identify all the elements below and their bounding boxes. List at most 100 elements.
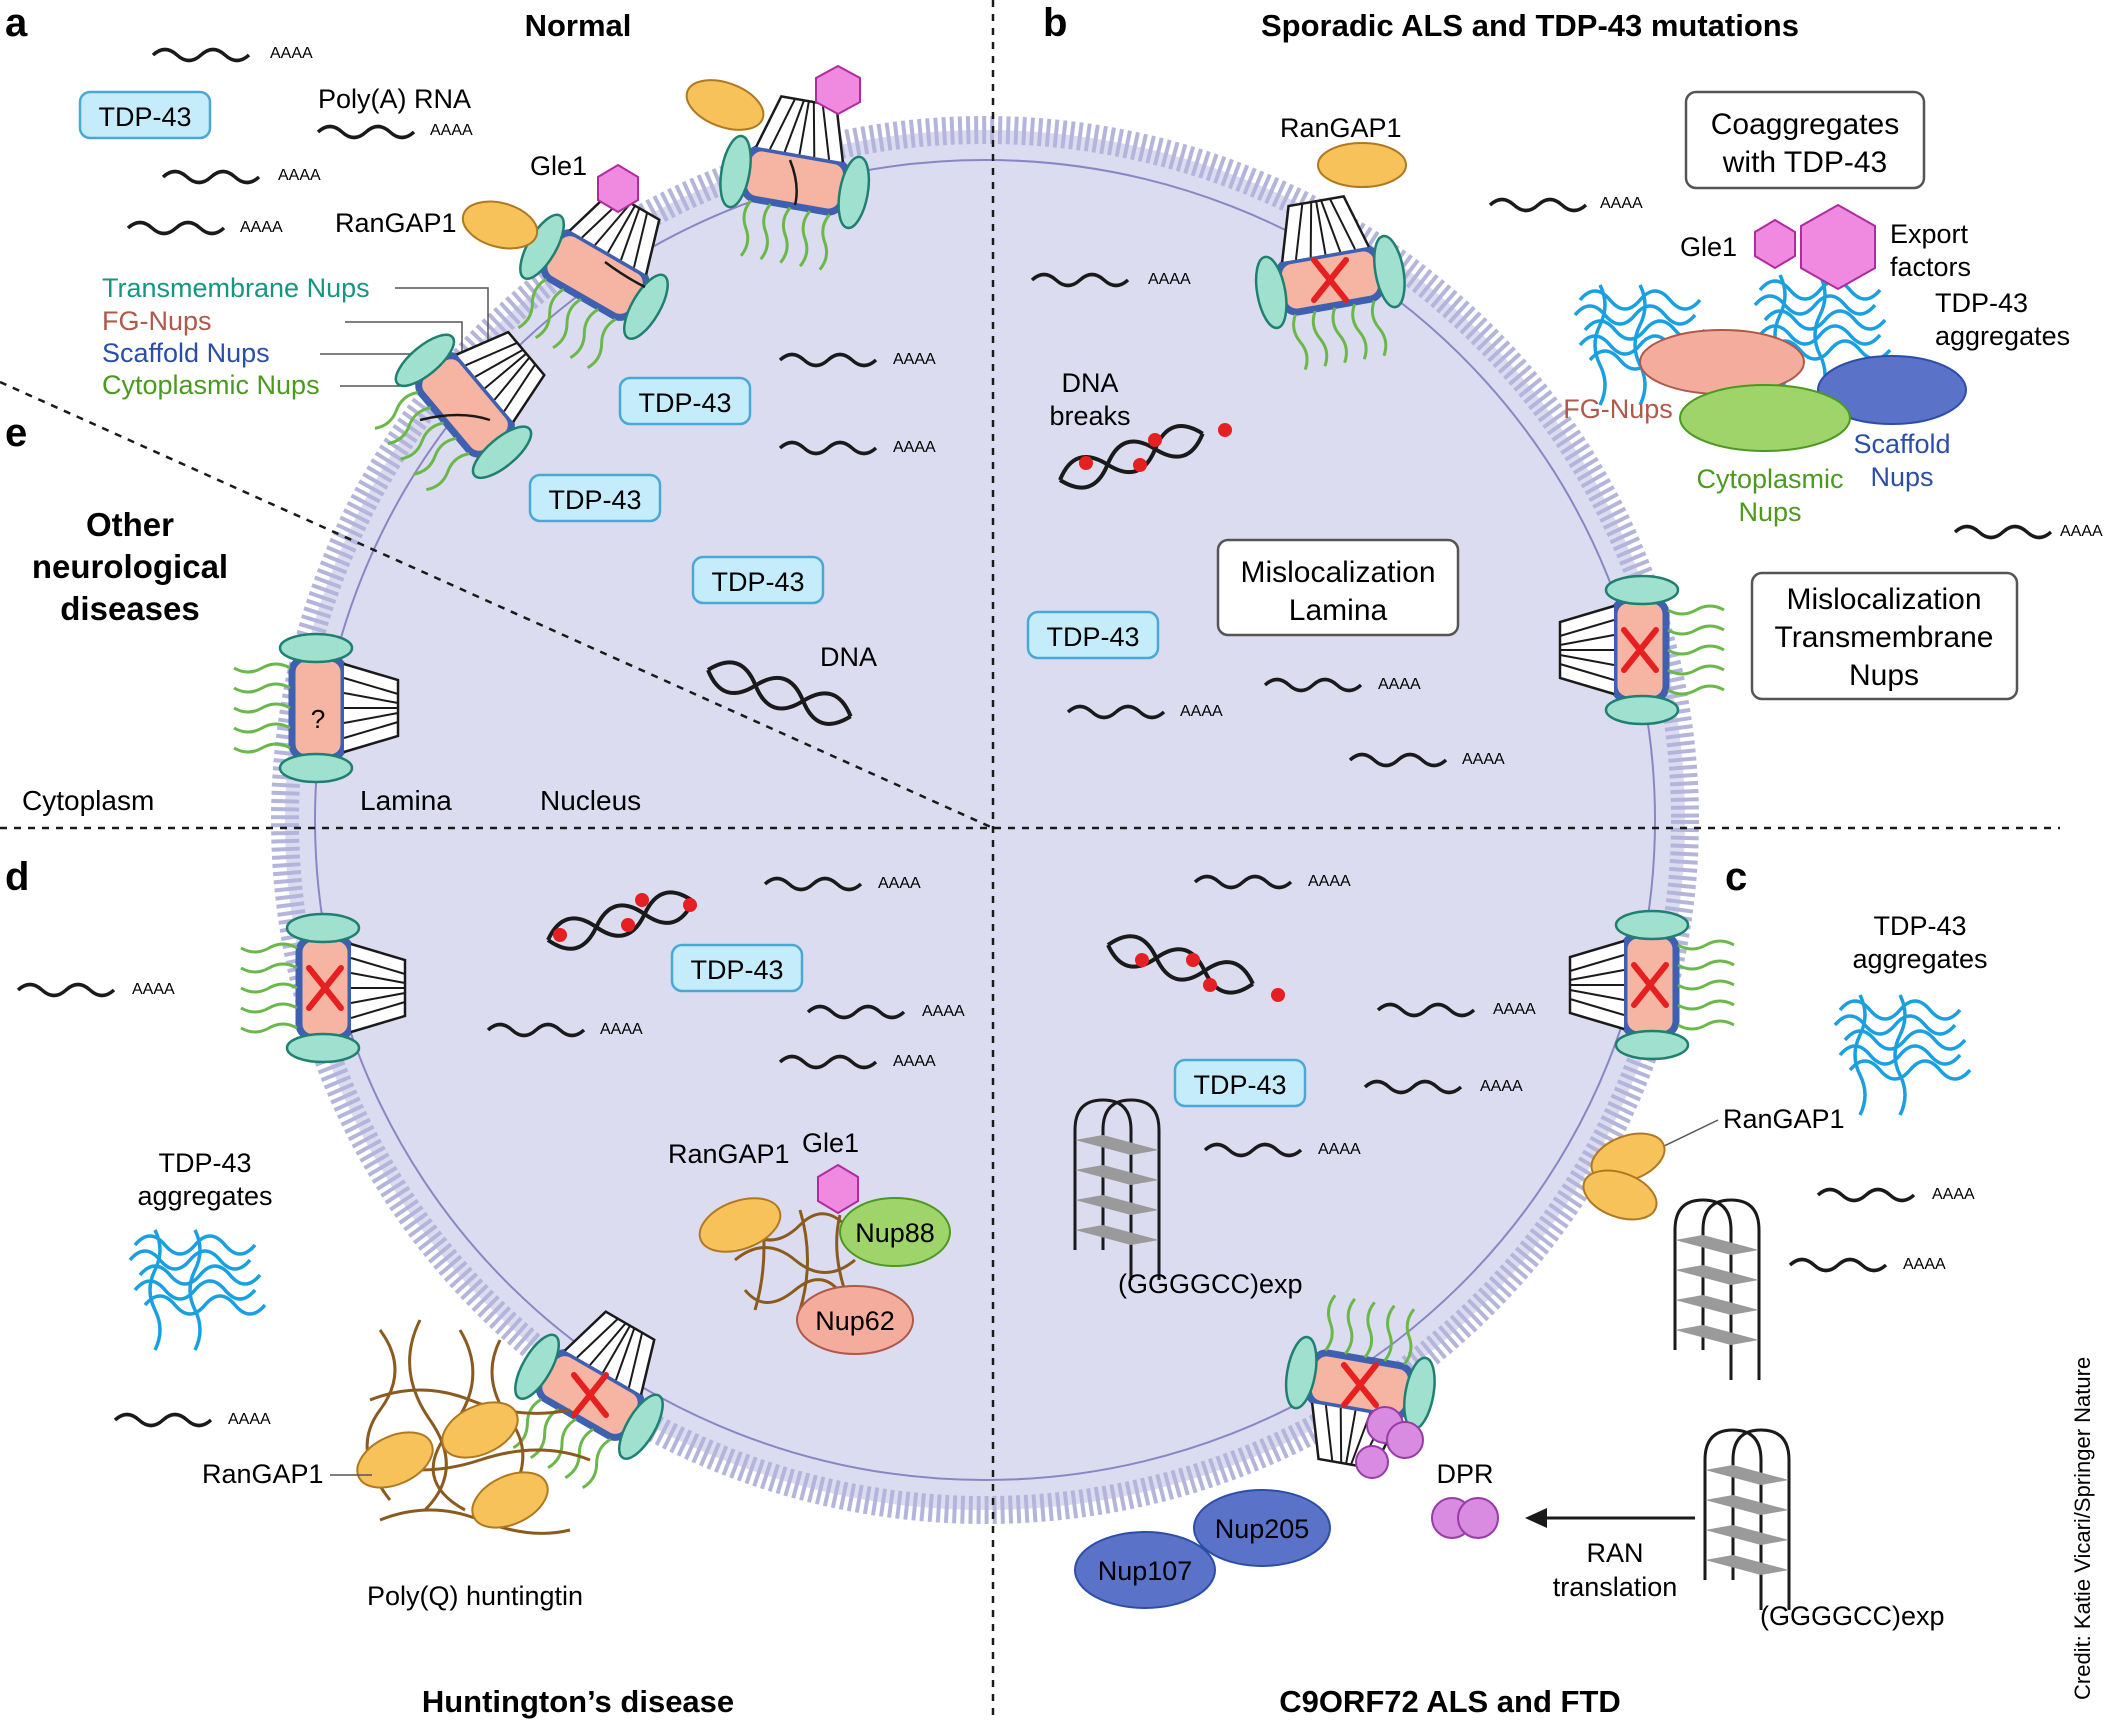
- panel-letter-a: a: [5, 1, 28, 45]
- ggggcc-label: (GGGGCC)exp: [1760, 1601, 1945, 1631]
- tdp43-box-nucleus: TDP-43: [670, 943, 804, 993]
- polya-rna-strand: [126, 220, 226, 236]
- ggggcc-label: (GGGGCC)exp: [1118, 1269, 1303, 1299]
- question-mark: ?: [311, 704, 325, 734]
- nup107-ellipse: [1074, 1531, 1216, 1609]
- coaggregates-box: Coaggregates with TDP-43: [1684, 90, 1926, 190]
- tdp43-box-nucleus: TDP-43: [1026, 610, 1160, 660]
- rangap1-shape: [698, 1197, 782, 1253]
- aaaa-label: AAAA: [2060, 523, 2103, 540]
- polyq-huntingtin-label: Poly(Q) huntingtin: [367, 1581, 583, 1611]
- tdp43-box-nucleus: TDP-43: [1173, 1058, 1307, 1108]
- export-factors-label: Export: [1890, 219, 1969, 249]
- dna-breaks-label: breaks: [1049, 401, 1130, 431]
- panel-title-other-line1: Other: [86, 506, 174, 543]
- polya-rna-label: Poly(A) RNA: [318, 84, 471, 114]
- panel-title-other-line2: neurological: [32, 548, 228, 585]
- tdp43-aggregate: [1833, 993, 1972, 1117]
- svg-text:TDP-43: TDP-43: [98, 102, 191, 132]
- polya-rna-strand: [1816, 1187, 1916, 1203]
- rangap1-shape: [685, 79, 765, 131]
- rangap1-label: RanGAP1: [1280, 113, 1402, 143]
- panel-title-c9orf72: C9ORF72 ALS and FTD: [1279, 1684, 1621, 1719]
- panel-title-huntington: Huntington’s disease: [422, 1684, 734, 1719]
- aaaa-label: AAAA: [1462, 751, 1505, 768]
- export-factors-label: factors: [1890, 252, 1971, 282]
- panel-title-normal: Normal: [525, 8, 632, 43]
- aaaa-label: AAAA: [1600, 195, 1643, 212]
- nup205-ellipse: [1193, 1489, 1331, 1567]
- tdp43-aggregates-label: TDP-43: [1935, 288, 2028, 318]
- rangap1-label: RanGAP1: [1723, 1104, 1845, 1134]
- aaaa-label: AAAA: [240, 219, 283, 236]
- aaaa-label: AAAA: [430, 122, 473, 139]
- rangap1-label: RanGAP1: [202, 1459, 324, 1489]
- polya-rna-strand: [316, 124, 416, 140]
- rangap1-label: RanGAP1: [668, 1139, 790, 1169]
- nup107-label: Nup107: [1098, 1556, 1193, 1586]
- rangap1-shape: [356, 1431, 434, 1489]
- mislocalization-transmembrane-box: Mislocalization Transmembrane Nups: [1750, 571, 2019, 701]
- svg-text:Lamina: Lamina: [1289, 594, 1388, 627]
- aaaa-label: AAAA: [270, 45, 313, 62]
- svg-text:TDP-43: TDP-43: [711, 567, 804, 597]
- rangap1-shape: [461, 200, 539, 250]
- gle1-hexagon: [815, 64, 861, 116]
- aaaa-label: AAAA: [132, 981, 175, 998]
- aaaa-label: AAAA: [1318, 1141, 1361, 1158]
- tdp43-aggregates-label: TDP-43: [158, 1148, 251, 1178]
- tdp43-aggregates-label: TDP-43: [1873, 911, 1966, 941]
- dna-break-stars: [553, 893, 697, 942]
- panel-letter-d: d: [5, 855, 29, 899]
- svg-text:Nups: Nups: [1849, 659, 1919, 692]
- dpr-molecule: [1431, 1497, 1499, 1539]
- scaffold-nups-label: Nups: [1870, 462, 1933, 492]
- tdp43-box-nucleus: TDP-43: [528, 473, 662, 523]
- ggggcc-hairpin: [1703, 1428, 1791, 1612]
- nup62-ellipse: [796, 1285, 914, 1355]
- nup-legend: Transmembrane Nups FG-Nups Scaffold Nups…: [102, 273, 489, 420]
- gle1-hexagon: [817, 1163, 859, 1215]
- tdp43-aggregates-label: aggregates: [137, 1181, 272, 1211]
- aaaa-label: AAAA: [1308, 873, 1351, 890]
- fg-nups-label: FG-Nups: [102, 306, 212, 336]
- scaffold-nups-label: Scaffold Nups: [102, 338, 270, 368]
- polya-rna-strand: [113, 1412, 213, 1428]
- panel-letter-e: e: [5, 411, 27, 455]
- fg-nups-ellipse: [1639, 329, 1805, 395]
- svg-text:TDP-43: TDP-43: [690, 955, 783, 985]
- gle1-hexagon: [597, 163, 639, 214]
- panel-title-sporadic-als: Sporadic ALS and TDP-43 mutations: [1261, 8, 1799, 43]
- aaaa-label: AAAA: [893, 351, 936, 368]
- panel-letter-b: b: [1043, 1, 1067, 45]
- lamina-label: Lamina: [360, 785, 452, 816]
- scaffold-nups-ellipse: [1817, 355, 1967, 425]
- nucleus-label: Nucleus: [540, 785, 641, 816]
- svg-text:Mislocalization: Mislocalization: [1786, 583, 1981, 616]
- nup88-label: Nup88: [855, 1218, 935, 1248]
- cytoplasmic-nups-ellipse: [1679, 384, 1851, 452]
- gle1-hexagon: [1754, 218, 1796, 270]
- scaffold-nups-label: Scaffold: [1853, 429, 1950, 459]
- panel-title-other-line3: diseases: [60, 590, 199, 627]
- aaaa-label: AAAA: [893, 439, 936, 456]
- svg-text:Coaggregates: Coaggregates: [1711, 108, 1899, 141]
- svg-text:Mislocalization: Mislocalization: [1240, 556, 1435, 589]
- polya-rna-strand: [16, 982, 116, 998]
- nup205-label: Nup205: [1215, 1514, 1310, 1544]
- dpr-cluster: [1355, 1406, 1424, 1479]
- cytoplasm-label: Cytoplasm: [22, 785, 154, 816]
- rangap1-label: RanGAP1: [335, 208, 457, 238]
- cytoplasmic-nups-label: Cytoplasmic Nups: [102, 370, 320, 400]
- aaaa-label: AAAA: [1180, 703, 1223, 720]
- gle1-label: Gle1: [802, 1128, 859, 1158]
- rangap1-shape: [441, 1401, 519, 1459]
- ran-translation-label: translation: [1553, 1572, 1678, 1602]
- aaaa-label: AAAA: [878, 875, 921, 892]
- panel-dividers: [0, 0, 2060, 1722]
- gle1-label: Gle1: [1680, 232, 1737, 262]
- huntingtin-tangle: [734, 1199, 862, 1311]
- aaaa-label: AAAA: [1480, 1078, 1523, 1095]
- nup62-label: Nup62: [815, 1306, 895, 1336]
